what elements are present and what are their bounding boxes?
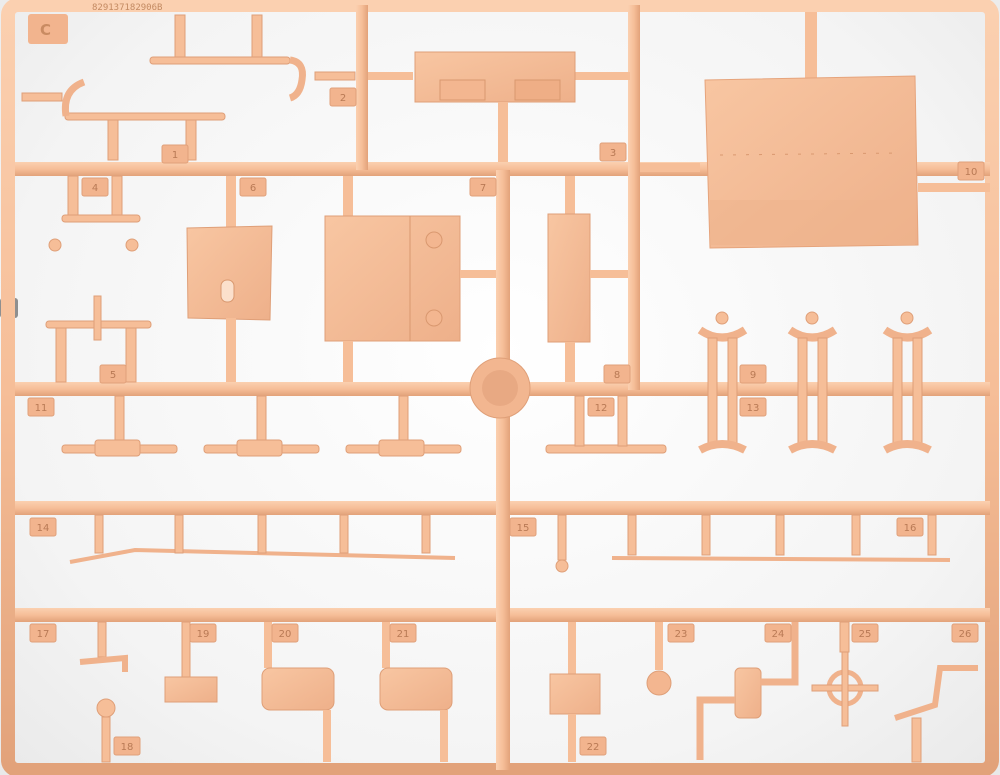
- part-number: 17: [37, 629, 50, 640]
- part-number: 19: [197, 629, 210, 640]
- part-number: 12: [595, 403, 608, 414]
- part-7: [324, 176, 496, 382]
- part-1-2: [21, 14, 356, 161]
- part-number: 18: [121, 742, 134, 753]
- part-5: [45, 295, 152, 383]
- part-number: 25: [859, 629, 872, 640]
- part-22-23: [549, 622, 672, 762]
- part-14: [69, 514, 456, 564]
- part-tab-10: 10: [957, 161, 985, 181]
- part-tab-26: 26: [951, 623, 979, 643]
- part-6: [186, 176, 273, 382]
- sprue-id-tab: C 829137182906B: [28, 3, 162, 44]
- part-9-13: [697, 311, 933, 454]
- part-number: 14: [37, 523, 50, 534]
- sprue-hub: [469, 357, 531, 419]
- part-tab-24: 24: [764, 623, 792, 643]
- part-tab-15: 15: [509, 517, 537, 537]
- part-tab-6: 6: [239, 177, 267, 197]
- part-tab-1: 1: [161, 144, 189, 164]
- part-tab-16: 16: [896, 517, 924, 537]
- part-number: 3: [610, 148, 616, 159]
- part-17-19: [79, 621, 218, 763]
- part-number: 2: [340, 93, 346, 104]
- part-3: [368, 51, 630, 162]
- part-tab-3: 3: [599, 142, 627, 162]
- part-number: 22: [587, 742, 600, 753]
- part-tab-7: 7: [469, 177, 497, 197]
- part-number: 7: [480, 183, 486, 194]
- part-11: [61, 395, 462, 457]
- part-number: 9: [750, 370, 756, 381]
- part-tab-25: 25: [851, 623, 879, 643]
- part-number: 8: [614, 370, 620, 381]
- part-number: 5: [110, 370, 116, 381]
- part-tab-9: 9: [739, 364, 767, 384]
- part-tab-14: 14: [29, 517, 57, 537]
- part-number: 4: [92, 183, 98, 194]
- sprue-letter: C: [40, 21, 51, 39]
- part-tab-2: 2: [329, 87, 357, 107]
- part-number: 26: [959, 629, 972, 640]
- part-number: 11: [35, 403, 48, 414]
- part-tab-13: 13: [739, 397, 767, 417]
- part-4: [48, 175, 141, 252]
- part-24-26: [696, 621, 978, 763]
- part-tab-4: 4: [81, 177, 109, 197]
- part-10: [640, 12, 990, 249]
- part-number: 21: [397, 629, 410, 640]
- part-tab-20: 20: [271, 623, 299, 643]
- part-tab-5: 5: [99, 364, 127, 384]
- part-tab-18: 18: [113, 736, 141, 756]
- part-number: 13: [747, 403, 760, 414]
- part-12: [545, 395, 667, 454]
- part-number: 23: [675, 629, 688, 640]
- part-tab-19: 19: [189, 623, 217, 643]
- part-tab-17: 17: [29, 623, 57, 643]
- part-number: 20: [279, 629, 292, 640]
- part-tab-21: 21: [389, 623, 417, 643]
- sprue-code: 829137182906B: [92, 3, 162, 13]
- part-number: 1: [172, 150, 178, 161]
- part-tab-11: 11: [27, 397, 55, 417]
- part-number: 10: [965, 167, 978, 178]
- part-15-16: [555, 514, 951, 573]
- part-number: 16: [904, 523, 917, 534]
- part-tab-23: 23: [667, 623, 695, 643]
- part-number: 15: [517, 523, 530, 534]
- part-20-21: [261, 622, 453, 762]
- part-8: [547, 176, 628, 382]
- part-number: 6: [250, 183, 256, 194]
- part-tab-8: 8: [603, 364, 631, 384]
- part-tab-22: 22: [579, 736, 607, 756]
- part-tab-12: 12: [587, 397, 615, 417]
- part-number: 24: [772, 629, 785, 640]
